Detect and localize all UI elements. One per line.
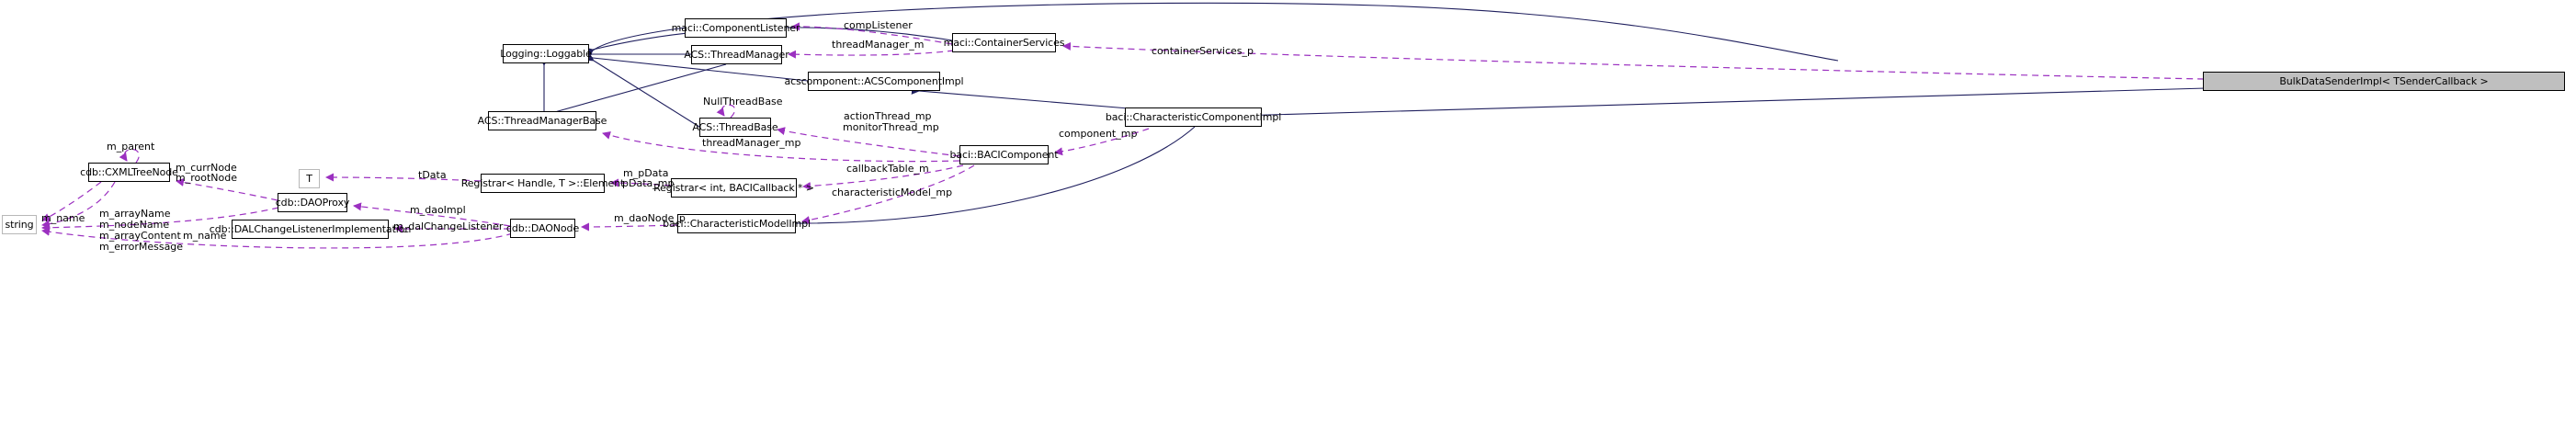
edge-label-m-name-daonode: m_name bbox=[183, 230, 227, 242]
edge-label-containerservices-p: containerServices_p bbox=[1152, 45, 1254, 57]
node-baci-characteristicmodelimpl[interactable]: baci::CharacteristicModelImpl bbox=[663, 214, 811, 233]
node-cdb-daoproxy[interactable]: cdb::DAOProxy bbox=[276, 193, 349, 212]
edge-label-callbacktable-m: callbackTable_m bbox=[846, 163, 929, 175]
edge-label-m-currnode: m_currNode bbox=[176, 162, 237, 174]
node-cdb-cxmltreenode[interactable]: cdb::CXMLTreeNode bbox=[80, 163, 178, 182]
edge-label-component-mp: component_mp bbox=[1059, 128, 1138, 140]
node-maci-componentlistener[interactable]: maci::ComponentListener bbox=[672, 18, 800, 38]
node-acs-threadbase[interactable]: ACS::ThreadBase bbox=[692, 118, 778, 137]
node-maci-containerservices[interactable]: maci::ContainerServices bbox=[944, 33, 1065, 52]
edge-label-tdata: tData bbox=[418, 169, 447, 181]
edge-label-threadmanager-m: threadManager_m bbox=[832, 39, 925, 51]
edge-label-m-dalchangelistener: m_dalChangeListener bbox=[393, 220, 504, 232]
node-acs-threadmanager[interactable]: ACS::ThreadManager bbox=[684, 45, 789, 64]
node-string[interactable]: string bbox=[2, 215, 37, 234]
edge-label-m-daoimpl: m_daoImpl bbox=[410, 204, 466, 216]
edge-label-m-pdata: m_pData bbox=[623, 167, 669, 179]
node-bulkdatasenderimpl[interactable]: BulkDataSenderImpl< TSenderCallback > bbox=[2203, 72, 2565, 91]
node-acscomponent-acscomponentimpl[interactable]: acscomponent::ACSComponentImpl bbox=[784, 72, 964, 91]
edge-label-m-arraycontent: m_arrayContent bbox=[99, 230, 181, 242]
node-registrar-int-bacicallback[interactable]: Registrar< int, BACICallback * > bbox=[653, 178, 814, 198]
edge-label-nullthreadbase: NullThreadBase bbox=[703, 96, 783, 107]
edge-label-characteristicmodel-mp: characteristicModel_mp bbox=[832, 187, 953, 198]
node-baci-characteristiccomponentimpl[interactable]: baci::CharacteristicComponentImpl bbox=[1106, 107, 1281, 127]
edge-label-m-daonode-p: m_daoNode_p bbox=[614, 212, 686, 224]
edge-label-monitorthread-mp: monitorThread_mp bbox=[843, 121, 939, 133]
edge-label-actionthread-mp: actionThread_mp bbox=[844, 110, 932, 122]
node-registrar-handle-t-element[interactable]: Registrar< Handle, T >::Element bbox=[461, 174, 624, 193]
node-cdb-dalchangelistenerimplementation[interactable]: cdb::DALChangeListenerImplementation bbox=[210, 220, 411, 239]
edge-label-m-rootnode: m_rootNode bbox=[176, 172, 237, 184]
node-acs-threadmanagerbase[interactable]: ACS::ThreadManagerBase bbox=[478, 111, 607, 130]
edge-label-m-arrayname: m_arrayName bbox=[99, 208, 171, 220]
edge-label-m-name-cxmltreenode: m_name bbox=[41, 212, 85, 224]
edge-label-m-nodename: m_nodeName bbox=[99, 219, 170, 231]
node-cdb-daonode[interactable]: cdb::DAONode bbox=[506, 219, 579, 238]
node-baci-bacicomponent[interactable]: baci::BACIComponent bbox=[950, 145, 1059, 164]
node-logging-loggable[interactable]: Logging::Loggable bbox=[500, 44, 592, 63]
edge-label-m-parent: m_parent bbox=[107, 141, 155, 153]
edge-label-threadmanager-mp: threadManager_mp bbox=[702, 137, 801, 149]
node-template-parameter-t[interactable]: T bbox=[299, 169, 320, 188]
edge-label-complistener: compListener bbox=[844, 19, 913, 31]
edge-label-m-errormessage: m_errorMessage bbox=[99, 241, 184, 253]
edge-label-pdata-mp: pData_mp bbox=[622, 177, 675, 189]
